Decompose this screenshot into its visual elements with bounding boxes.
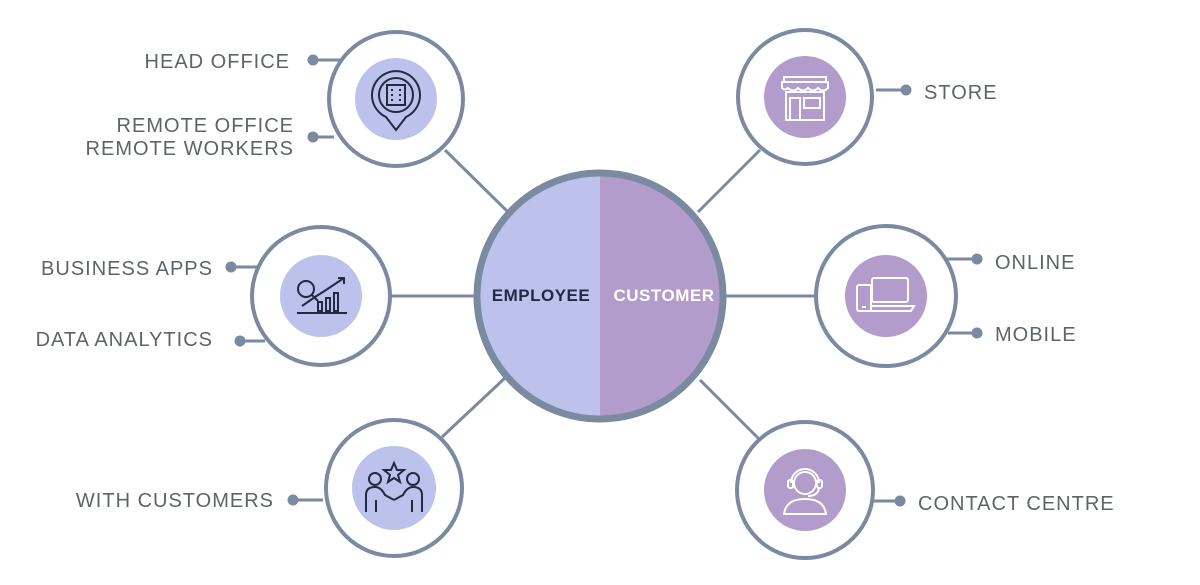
connector-dot: [307, 131, 319, 143]
hub-customer-label: CUSTOMER: [614, 286, 715, 305]
connector-dot: [225, 261, 237, 273]
connector-dot: [287, 494, 299, 506]
central-hub: EMPLOYEE CUSTOMER: [473, 169, 727, 423]
devices-icon: [856, 277, 916, 312]
label-with-customers: WITH CUSTOMERS: [76, 490, 274, 512]
handshake-people-icon: [365, 460, 423, 512]
node-head-office: [327, 30, 465, 168]
building-pin-icon: [371, 70, 421, 132]
spoke-contact: [698, 378, 762, 442]
label-head-office: HEAD OFFICE: [145, 51, 290, 73]
label-remote-workers: REMOTE WORKERS: [86, 138, 294, 160]
label-mobile: MOBILE: [995, 324, 1077, 346]
label-business-apps: BUSINESS APPS: [41, 258, 213, 280]
label-contact-centre: CONTACT CENTRE: [918, 493, 1115, 515]
connector-dot: [307, 54, 319, 66]
analytics-chart-icon: [297, 277, 347, 314]
label-connectors: [225, 54, 983, 507]
connector-dot: [971, 327, 983, 339]
label-online: ONLINE: [995, 252, 1075, 274]
spoke-with-customers: [440, 376, 507, 439]
storefront-icon: [781, 76, 829, 121]
hub-employee-label: EMPLOYEE: [492, 286, 590, 305]
connector-dot: [900, 84, 912, 96]
connector-dot: [894, 495, 906, 507]
label-remote-office: REMOTE OFFICE: [117, 115, 294, 137]
label-data-analytics: DATA ANALYTICS: [36, 329, 213, 351]
spoke-store: [696, 148, 762, 214]
node-with-customers: [324, 418, 464, 558]
spokes: [390, 148, 816, 442]
spoke-head-office: [443, 148, 510, 214]
connector-dot: [234, 335, 246, 347]
node-online: [814, 224, 958, 368]
node-contact: [735, 420, 875, 560]
node-business: [250, 225, 392, 367]
node-store: [736, 28, 874, 166]
labels: HEAD OFFICE REMOTE OFFICE REMOTE WORKERS…: [36, 51, 1115, 515]
label-store: STORE: [924, 82, 998, 104]
connector-dot: [971, 253, 983, 265]
headset-agent-icon: [782, 468, 828, 515]
